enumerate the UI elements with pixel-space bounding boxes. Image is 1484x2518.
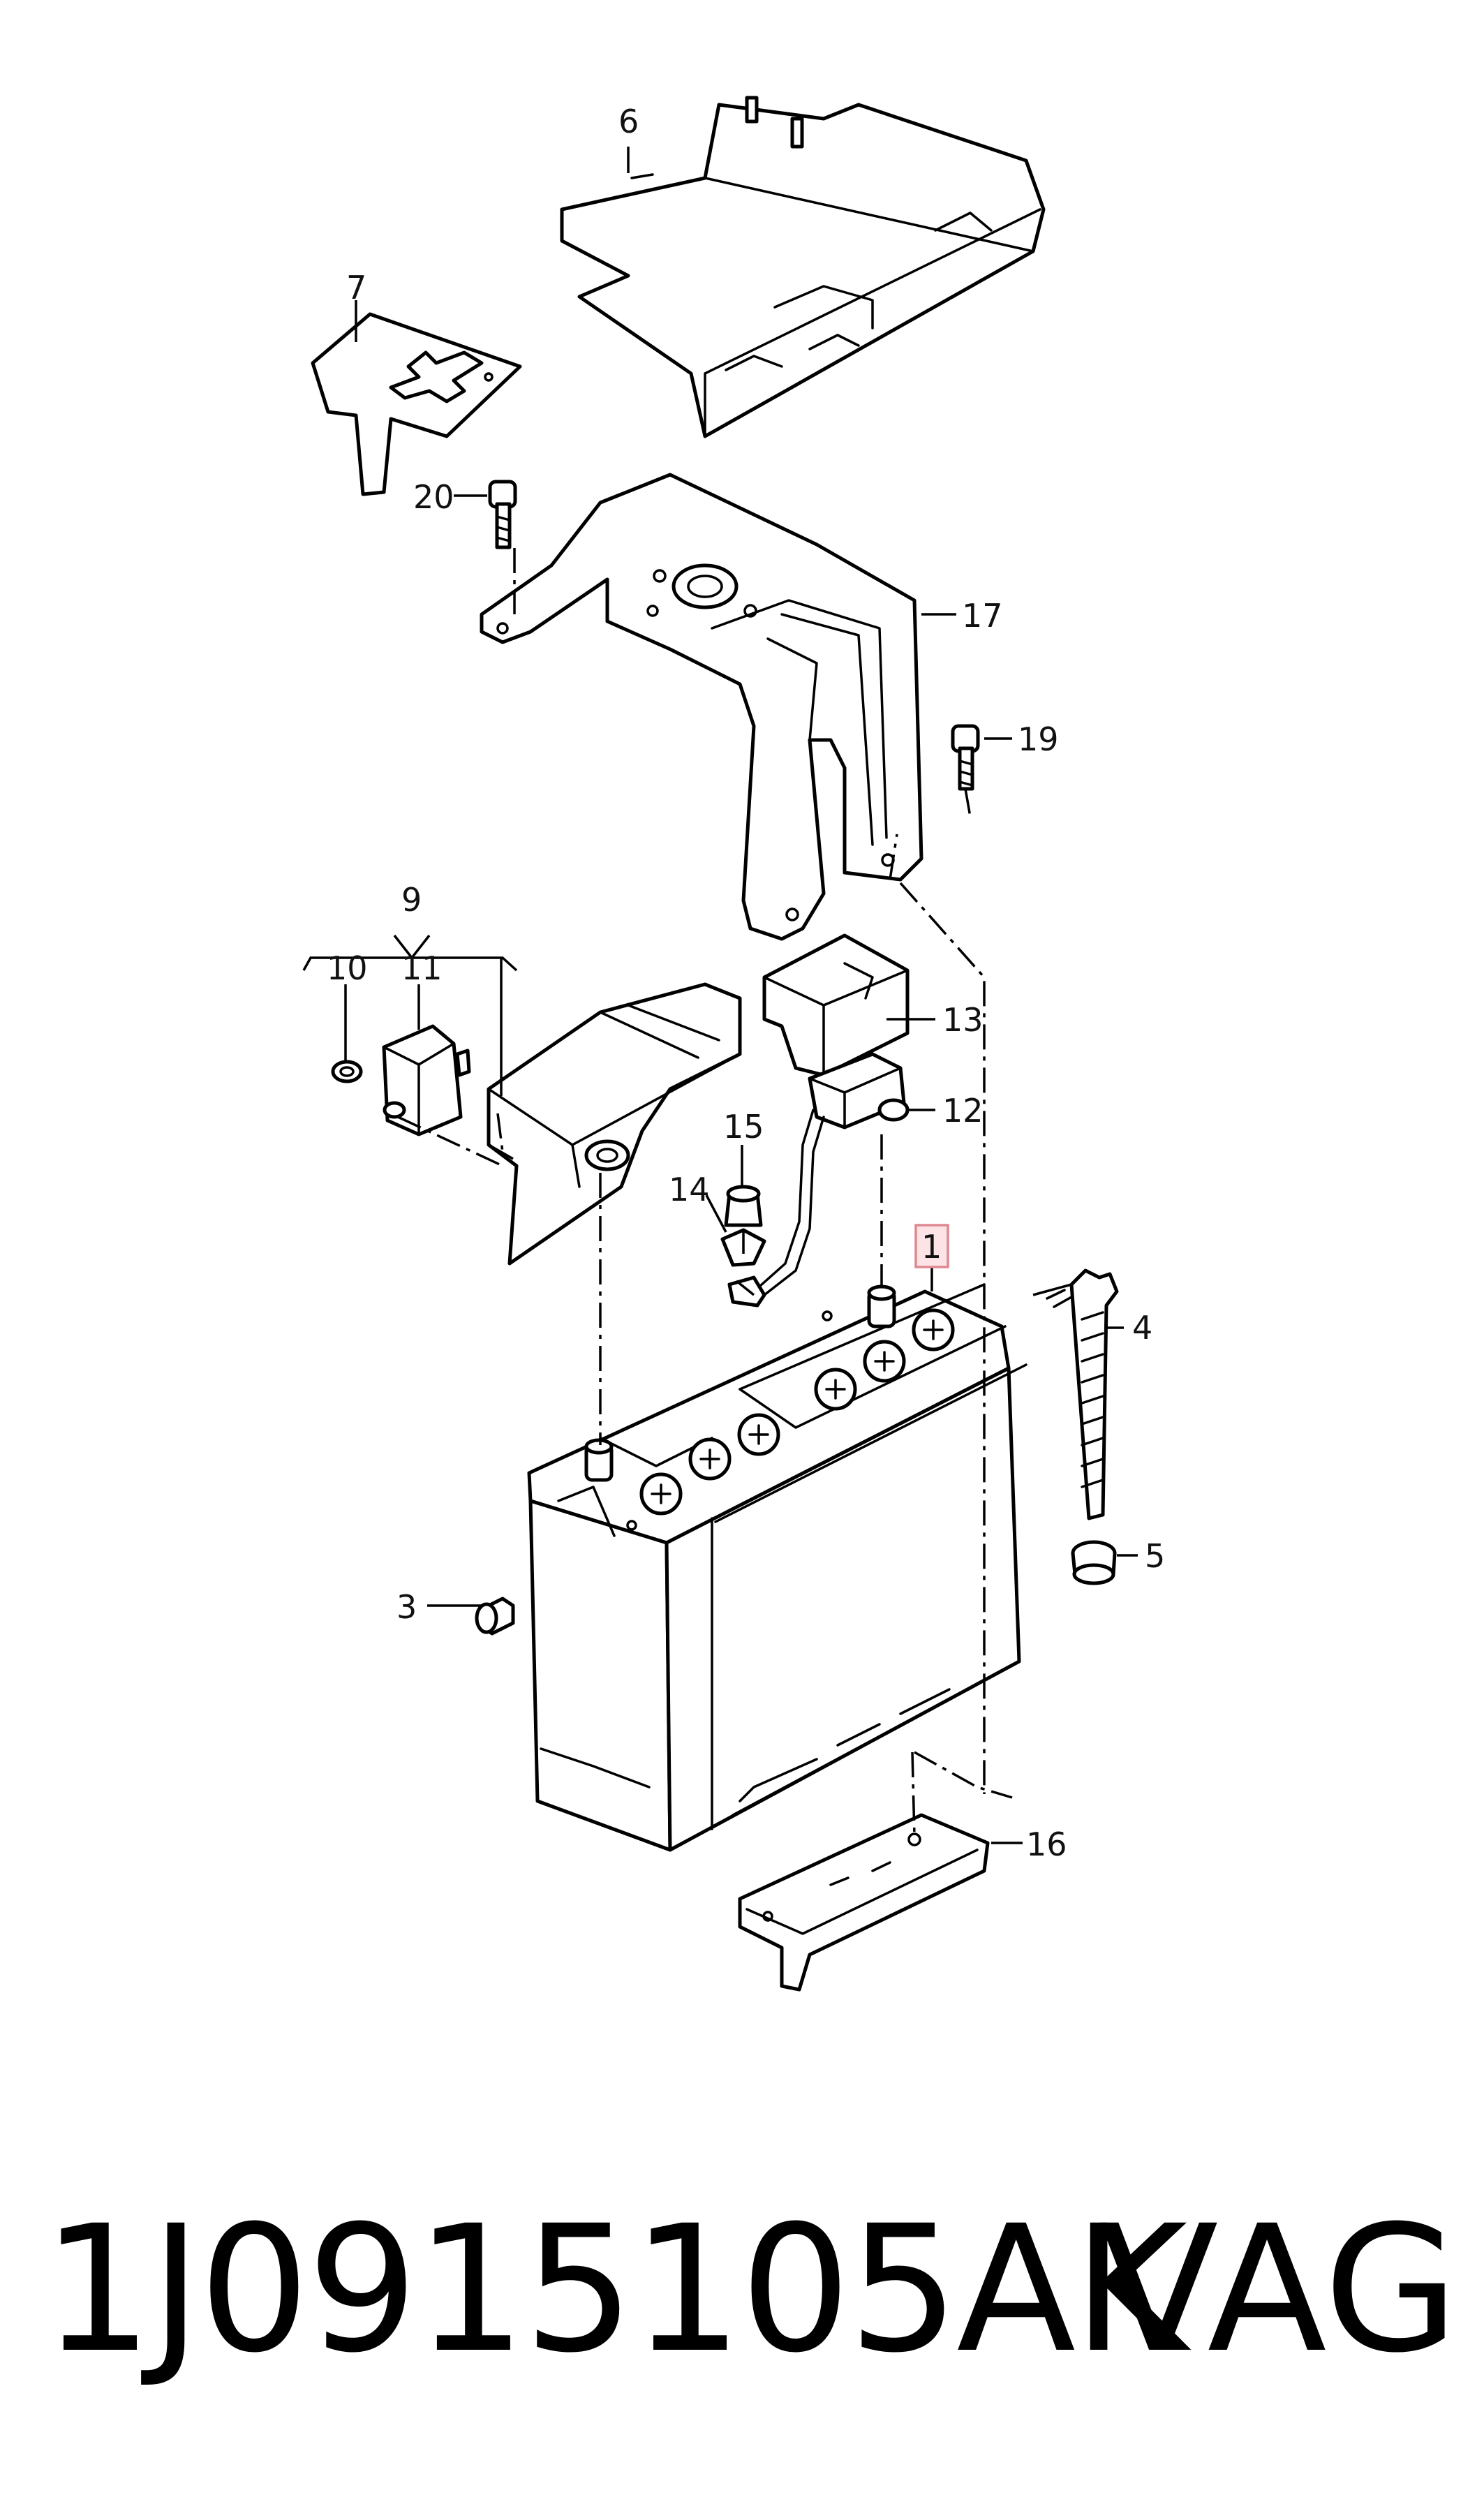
callout-10: 10 — [327, 949, 368, 987]
part-6-battery-cover — [560, 96, 1046, 438]
leader-lines — [344, 147, 1138, 1844]
part-11-relay — [382, 1024, 471, 1136]
callout-12: 12 — [942, 1092, 984, 1130]
callout-5: 5 — [1145, 1537, 1165, 1575]
callout-16: 16 — [1026, 1825, 1067, 1863]
callout-7: 7 — [346, 269, 366, 306]
callout-9: 9 — [401, 881, 422, 919]
callout-17: 17 — [962, 597, 1003, 635]
callout-19: 19 — [1018, 720, 1059, 758]
assembly-lines — [397, 548, 1013, 1837]
part-20-bolt — [488, 480, 517, 549]
part-3-plug — [475, 1597, 515, 1636]
part-4-vent-hose — [1046, 1268, 1119, 1520]
part-number: 1J0915105AK — [42, 2188, 1187, 2391]
part-16-hold-down-plate — [738, 1813, 990, 1992]
part-9-fuse-box — [487, 982, 742, 1266]
callout-3: 3 — [396, 1588, 417, 1626]
part-1-battery — [527, 1283, 1027, 1852]
part-5-grommet — [1071, 1540, 1117, 1585]
part-17-bracket — [480, 473, 923, 941]
callout-1: 1 — [921, 1228, 942, 1266]
callout-14: 14 — [669, 1171, 710, 1208]
part-15-plug — [724, 1185, 763, 1227]
part-13-terminal-cover — [762, 933, 910, 1077]
callout-11: 11 — [401, 949, 443, 987]
callout-20: 20 — [413, 478, 454, 516]
part-7-marking-plate — [311, 312, 522, 496]
highlight-box-callout-1 — [914, 1224, 949, 1268]
group-bracket-9 — [302, 934, 518, 1096]
callout-15: 15 — [723, 1108, 764, 1146]
callout-4: 4 — [1132, 1309, 1152, 1347]
part-12-battery-terminal — [727, 1052, 910, 1308]
callout-6: 6 — [618, 103, 639, 140]
callout-labels: 6 7 20 17 19 9 10 11 13 12 15 14 1 4 5 3… — [327, 103, 1165, 1863]
part-19-bolt — [951, 724, 980, 791]
part-10-nut — [331, 1060, 363, 1083]
footer: 1J0915105AK VAG — [0, 2185, 1484, 2394]
brand-name: VAG — [1099, 2188, 1459, 2391]
callout-13: 13 — [942, 1001, 984, 1039]
